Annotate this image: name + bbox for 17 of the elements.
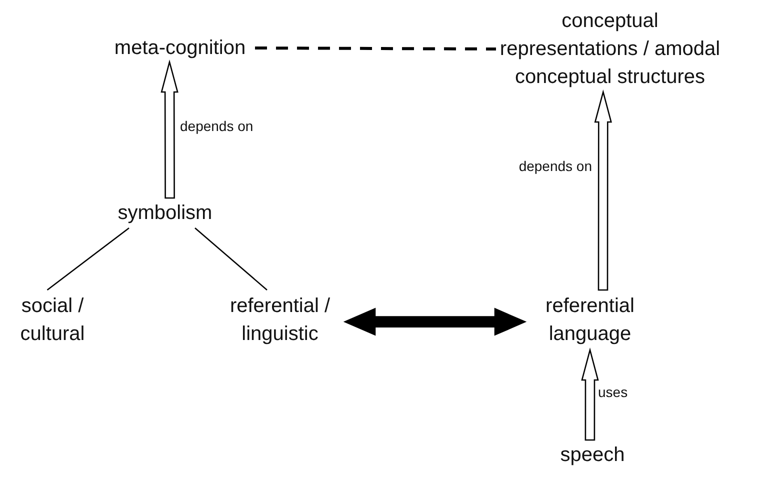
hollow-arrow xyxy=(160,59,178,199)
node-label: speech xyxy=(560,443,625,468)
hollow-arrow xyxy=(581,347,599,441)
hollow-arrow xyxy=(594,89,612,291)
dashed-line xyxy=(255,46,496,50)
node-label: social / cultural xyxy=(19,294,86,347)
node-label: meta-cognition xyxy=(114,36,246,61)
node-label: referential language xyxy=(544,294,636,347)
node-label: symbolism xyxy=(118,201,212,226)
connector-line xyxy=(46,227,130,291)
node-label: referential / linguistic xyxy=(228,294,332,347)
edge-label: depends on xyxy=(180,118,254,134)
edge-label: uses xyxy=(598,384,628,400)
edge-label: depends on xyxy=(518,158,592,174)
connector-line xyxy=(194,228,268,290)
double-arrow xyxy=(343,308,527,336)
node-label: conceptual representations / amodal conceptual structures xyxy=(498,9,722,90)
